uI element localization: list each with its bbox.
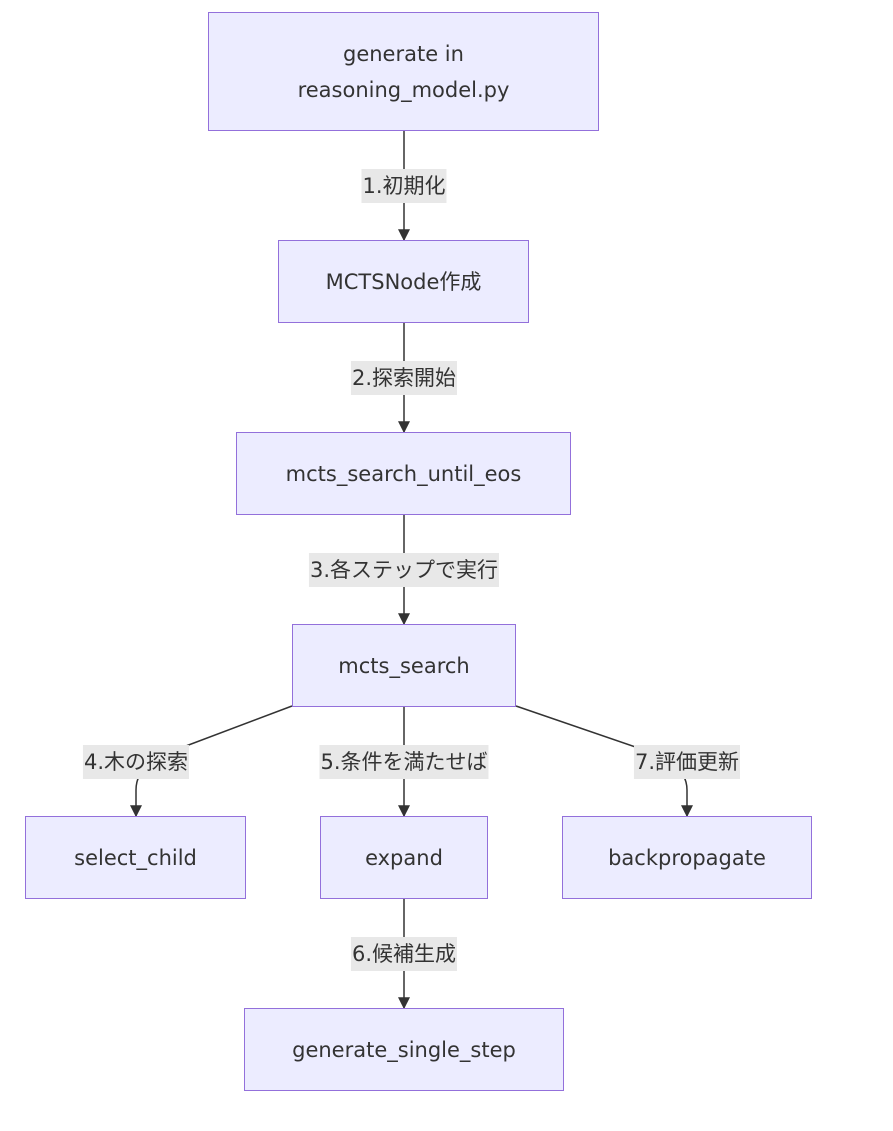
edge-label-7: 7.評価更新 [633, 745, 741, 779]
node-expand: expand [320, 816, 488, 899]
edge-label-2: 2.探索開始 [350, 361, 458, 395]
node-generate-line2: reasoning_model.py [297, 77, 510, 102]
node-expand-label: expand [365, 845, 443, 870]
node-generate: generate in reasoning_model.py [208, 12, 599, 131]
node-select-child: select_child [25, 816, 246, 899]
edge-label-1: 1.初期化 [361, 169, 447, 203]
node-mcts-search-label: mcts_search [338, 653, 470, 678]
edge-label-5: 5.条件を満たせば [319, 745, 489, 779]
node-backpropagate-label: backpropagate [608, 845, 766, 870]
node-mctsnode-label: MCTSNode作成 [325, 269, 482, 294]
edge-label-3: 3.各ステップで実行 [308, 553, 500, 587]
node-single-step-label: generate_single_step [292, 1037, 516, 1062]
node-mcts-search: mcts_search [292, 624, 516, 707]
node-until-eos-label: mcts_search_until_eos [285, 461, 522, 486]
node-generate-line1: generate in [343, 41, 464, 66]
edge-label-6: 6.候補生成 [350, 937, 458, 971]
node-backpropagate: backpropagate [562, 816, 812, 899]
node-select-child-label: select_child [74, 845, 197, 870]
node-mcts-search-until-eos: mcts_search_until_eos [236, 432, 571, 515]
node-generate-single-step: generate_single_step [244, 1008, 564, 1091]
edge-label-4: 4.木の探索 [82, 745, 190, 779]
node-mctsnode: MCTSNode作成 [278, 240, 529, 323]
